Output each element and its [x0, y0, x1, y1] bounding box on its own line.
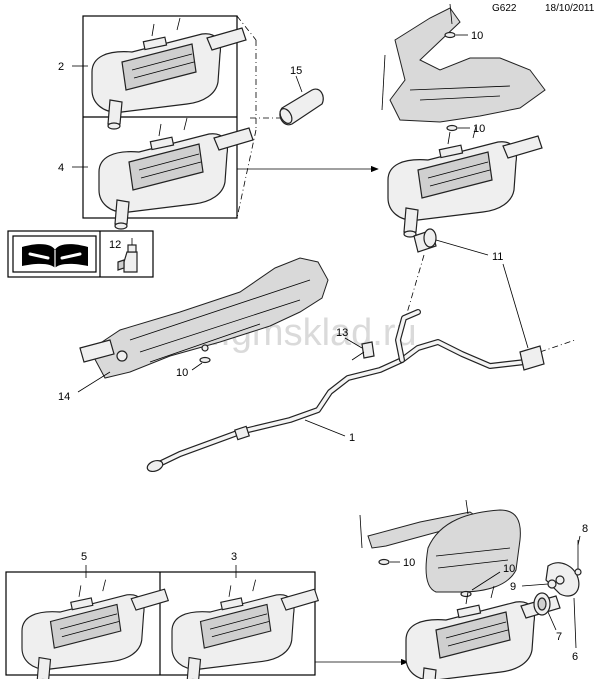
callout-4: 4: [58, 162, 64, 174]
washer-10-lower: [446, 124, 458, 132]
diagram-date: 18/10/2011: [545, 3, 595, 14]
muffler-options-box-bottom: [5, 571, 316, 676]
diagram-code: G622: [492, 3, 517, 14]
callout-9: 9: [510, 581, 516, 593]
callout-10-upper: 10: [471, 30, 483, 42]
washer-10-shield: [199, 356, 211, 364]
rear-muffler-part-3: [171, 579, 319, 679]
leader-11-lower: [502, 263, 529, 349]
hanger-bracket-part-6: [545, 562, 580, 597]
bolt-part-8: [574, 540, 582, 576]
washer-10-lower-left: [378, 558, 390, 566]
upper-heat-shield: [381, 3, 546, 123]
callout-10-mid: 10: [473, 123, 485, 135]
callout-10-lower-left: 10: [403, 557, 415, 569]
callout-1: 1: [349, 432, 355, 444]
callout-5: 5: [81, 551, 87, 563]
exhaust-pipe-part-1: [146, 309, 545, 473]
rear-muffler-installed-upper: [387, 125, 543, 238]
centerline-right: [539, 339, 576, 353]
rear-muffler-part-2: [91, 17, 247, 130]
lower-heat-shield-large: [425, 509, 521, 593]
callout-10-lower-right: 10: [503, 563, 515, 575]
callout-14: 14: [58, 391, 70, 403]
callout-3: 3: [231, 551, 237, 563]
callout-12: 12: [109, 239, 121, 251]
exhaust-clamp-part-11-upper: [413, 228, 489, 256]
callout-15: 15: [290, 65, 302, 77]
callout-6: 6: [572, 651, 578, 663]
lubricant-bottle-icon: [117, 238, 138, 273]
callout-10-shield: 10: [176, 367, 188, 379]
callout-2: 2: [58, 61, 64, 73]
washer-10-lower-right: [460, 590, 472, 598]
rubber-hanger-part-13: [351, 341, 375, 361]
service-info-box: [7, 230, 154, 278]
manual-wrench-icon: [12, 235, 97, 273]
nut-part-9: [521, 579, 557, 589]
callout-11: 11: [492, 251, 503, 263]
pipe-sleeve-part-15: [279, 75, 324, 126]
centerline-upper: [404, 254, 425, 321]
callout-8: 8: [582, 523, 588, 535]
callout-13: 13: [336, 327, 348, 339]
callout-7: 7: [556, 631, 562, 643]
rubber-insulator-part-7: [533, 592, 557, 631]
washer-10-upper: [444, 31, 456, 39]
center-heat-shield-part-14: [79, 257, 329, 379]
rear-muffler-part-5: [21, 579, 169, 679]
rear-muffler-part-4: [98, 117, 254, 230]
